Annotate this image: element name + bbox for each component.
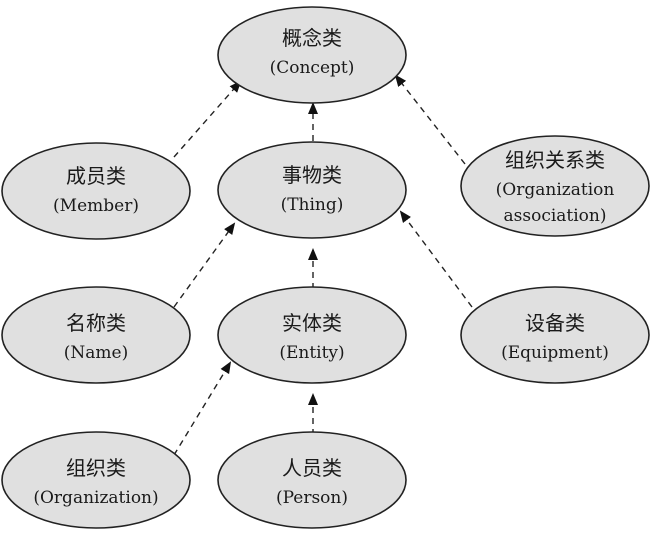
node-entity-label-en: (Entity) <box>279 343 344 363</box>
node-name-ellipse <box>1 286 191 384</box>
node-thing: 事物类 (Thing) <box>217 141 407 239</box>
node-name-label-cn: 名称类 <box>66 311 126 335</box>
node-equipment-ellipse <box>460 286 650 384</box>
node-organization-label-cn: 组织类 <box>66 456 126 480</box>
node-name: 名称类 (Name) <box>1 286 191 384</box>
node-org-association-ellipse <box>460 135 650 237</box>
node-concept: 概念类 (Concept) <box>217 6 407 104</box>
edge-equipment-to-thing <box>399 210 473 308</box>
node-entity-label-cn: 实体类 <box>282 311 342 335</box>
node-entity: 实体类 (Entity) <box>217 286 407 384</box>
node-organization-association: 组织关系类 (Organization association) <box>460 135 650 237</box>
node-concept-ellipse <box>217 6 407 104</box>
node-entity-ellipse <box>217 286 407 384</box>
node-org-association-label-cn: 组织关系类 <box>505 148 605 172</box>
node-org-association-label-en-2: association) <box>504 206 607 226</box>
node-person: 人员类 (Person) <box>217 431 407 529</box>
node-organization: 组织类 (Organization) <box>1 431 191 529</box>
node-person-label-en: (Person) <box>276 488 348 508</box>
node-concept-label-cn: 概念类 <box>282 26 342 50</box>
node-org-association-label-en-1: (Organization <box>496 180 615 200</box>
edges-layer <box>173 74 473 456</box>
node-member-label-cn: 成员类 <box>66 164 126 188</box>
node-name-label-en: (Name) <box>64 343 128 363</box>
node-member-label-en: (Member) <box>53 196 139 216</box>
edge-member-to-concept <box>173 80 242 158</box>
node-person-ellipse <box>217 431 407 529</box>
node-equipment-label-cn: 设备类 <box>525 311 585 335</box>
edge-org-association-to-concept <box>394 74 466 165</box>
edge-name-to-thing <box>173 222 236 308</box>
node-organization-ellipse <box>1 431 191 529</box>
node-thing-label-cn: 事物类 <box>282 163 342 187</box>
node-person-label-cn: 人员类 <box>282 456 342 480</box>
node-equipment-label-en: (Equipment) <box>501 343 609 363</box>
node-thing-label-en: (Thing) <box>281 195 344 215</box>
node-equipment: 设备类 (Equipment) <box>460 286 650 384</box>
node-member-ellipse <box>1 142 191 240</box>
node-member: 成员类 (Member) <box>1 142 191 240</box>
node-concept-label-en: (Concept) <box>270 58 355 78</box>
node-organization-label-en: (Organization) <box>33 488 158 508</box>
edge-organization-to-entity <box>173 361 232 456</box>
node-thing-ellipse <box>217 141 407 239</box>
nodes-layer: 概念类 (Concept) 成员类 (Member) 事物类 (Thing) 组… <box>1 6 650 529</box>
